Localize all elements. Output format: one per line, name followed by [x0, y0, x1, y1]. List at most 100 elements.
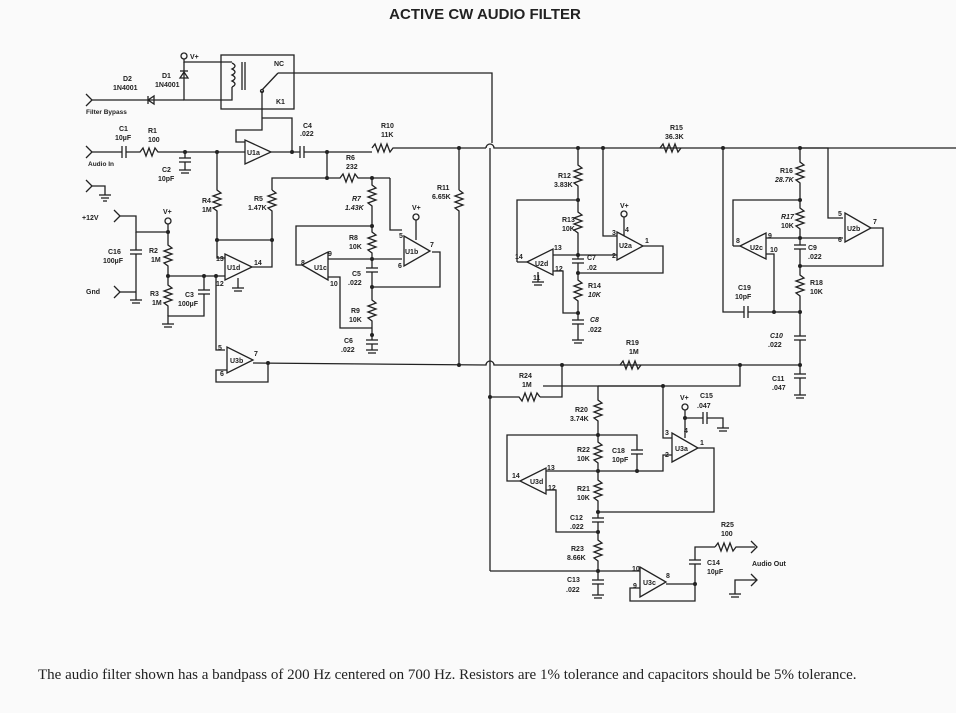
opamps-u2b-label: U2b — [847, 226, 860, 233]
components-c1-ref-label: C1 — [119, 126, 128, 133]
components-d2-ref-label: D2 — [123, 76, 132, 83]
opamps-u1c-label: U1c — [314, 265, 327, 272]
components-c11-ref-label: C11 — [772, 376, 785, 383]
pin-number: 10 — [770, 247, 778, 254]
pin-number: 9 — [768, 233, 772, 240]
components-r7-ref-label: R7 — [352, 196, 362, 203]
components-r24-ref-label: R24 — [519, 373, 532, 380]
components-c5-ref-label: C5 — [352, 271, 361, 278]
components-r20-ref-label: R20 — [575, 407, 588, 414]
opamps-u2a-label: U2a — [619, 243, 632, 250]
components-r19-ref-label: R19 — [626, 340, 639, 347]
components-r23-ref-label: R23 — [571, 546, 584, 553]
components-c13-ref-label: C13 — [567, 577, 580, 584]
components-r22-ref-label: R22 — [577, 447, 590, 454]
components-c4-ref-label: C4 — [303, 123, 312, 130]
components-r16-value-label: 28.7K — [774, 177, 795, 184]
components-r14-value-label: 10K — [588, 292, 602, 299]
components-c13-value-label: .022 — [566, 587, 580, 594]
components-c7-value-label: .02 — [587, 265, 597, 272]
opamp-u2b: U2b 567 — [838, 211, 877, 244]
ports-vplus-label: V+ — [620, 203, 629, 210]
components-c2-ref-label: C2 — [162, 167, 171, 174]
components-c6-value-label: .022 — [341, 347, 355, 354]
opamps-u2d-label: U2d — [535, 261, 548, 268]
components-r15-ref-label: R15 — [670, 125, 683, 132]
opamp-u1a: U1a — [225, 118, 300, 166]
pin-number: 2 — [612, 253, 616, 260]
pin-number: 8 — [666, 573, 670, 580]
components-r18-ref-label: R18 — [810, 280, 823, 287]
pin-number: 7 — [254, 351, 258, 358]
components-d1-value-label: 1N4001 — [155, 82, 180, 89]
relay-contact-label: NC — [274, 61, 284, 68]
components-c19-ref-label: C19 — [738, 285, 751, 292]
components-r24-value-label: 1M — [522, 382, 532, 389]
gnd-label: Gnd — [86, 289, 100, 296]
components-r13-value-label: 10K — [562, 226, 575, 233]
components-c10-ref-label: C10 — [770, 333, 783, 340]
components-d1-ref-label: D1 — [162, 73, 171, 80]
components-r4-value-label: 1M — [202, 207, 212, 214]
diode-d1: D1 1N4001 — [155, 70, 190, 89]
components-c3-ref-label: C3 — [185, 292, 194, 299]
relay-ref-label: K1 — [276, 99, 285, 106]
pin-number: 7 — [430, 242, 434, 249]
components-r5-ref-label: R5 — [254, 196, 263, 203]
components-c19-value-label: 10pF — [735, 294, 752, 301]
pin-number: 14 — [512, 473, 520, 480]
ports-vplus-label: V+ — [163, 209, 172, 216]
components-r25-value-label: 100 — [721, 531, 733, 538]
components-r13-ref-label: R13 — [562, 217, 575, 224]
components-r10-ref-label: R10 — [381, 123, 394, 130]
pin-number: 13 — [554, 245, 562, 252]
components-r2-ref-label: R2 — [149, 248, 158, 255]
ports-vplus-label: V+ — [412, 205, 421, 212]
audio-out-label: Audio Out — [752, 561, 786, 568]
opamps-u3a-label: U3a — [675, 446, 688, 453]
pin-number: 5 — [399, 233, 403, 240]
components-r11-ref-label: R11 — [437, 185, 450, 192]
pin-number: 4 — [625, 227, 629, 234]
components-r7-value-label: 1.43K — [345, 205, 365, 212]
components-c11-value-label: .047 — [772, 385, 786, 392]
components-d2-value-label: 1N4001 — [113, 85, 138, 92]
components-r1-ref-label: R1 — [148, 128, 157, 135]
components-c15-value-label: .047 — [697, 403, 711, 410]
opamps-u1a-label: U1a — [247, 150, 260, 157]
opamps-u1b-label: U1b — [405, 249, 418, 256]
components-c8-value-label: .022 — [588, 327, 602, 334]
components-c8-ref-label: C8 — [590, 317, 599, 324]
plus12v-label: +12V — [82, 215, 99, 222]
audio-in-jack — [85, 145, 93, 159]
components-r2-value-label: 1M — [151, 257, 161, 264]
caption-text: The audio filter shown has a bandpass of… — [38, 667, 857, 683]
pin-number: 2 — [665, 452, 669, 459]
pin-number: 12 — [555, 266, 563, 273]
components-c5-value-label: .022 — [348, 280, 362, 287]
pin-number: 7 — [873, 219, 877, 226]
opamps-u3d-label: U3d — [530, 479, 543, 486]
components-r17-ref-label: R17 — [781, 214, 795, 221]
components-c16-value-label: 100µF — [103, 258, 124, 265]
plus12v-jack — [113, 209, 121, 223]
components-r9-ref-label: R9 — [351, 308, 360, 315]
vplus-label: V+ — [190, 54, 199, 61]
components-c15-ref-label: C15 — [700, 393, 713, 400]
audio-in-label: Audio In — [88, 161, 114, 168]
components-c9-value-label: .022 — [808, 254, 822, 261]
components-c14-ref-label: C14 — [707, 560, 720, 567]
pin-number: 5 — [838, 211, 842, 218]
components-r12-ref-label: R12 — [558, 173, 571, 180]
components-c16-ref-label: C16 — [108, 249, 121, 256]
filter-bypass-jack — [85, 93, 93, 107]
schematic-title: ACTIVE CW AUDIO FILTER — [389, 6, 581, 23]
components-r18-value-label: 10K — [810, 289, 823, 296]
components-r5-value-label: 1.47K — [248, 205, 267, 212]
